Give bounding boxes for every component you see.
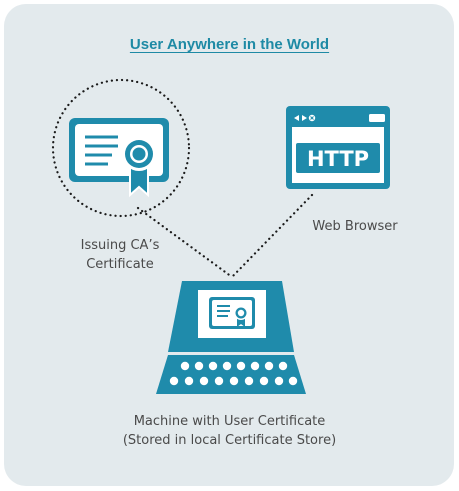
keyboard-key [194, 361, 204, 371]
keyboard-key [199, 376, 209, 386]
keyboard-key [288, 376, 298, 386]
keyboard-key [229, 376, 239, 386]
address-bar [369, 114, 385, 122]
keyboard-keys [169, 361, 298, 386]
keyboard-key [274, 376, 284, 386]
ca-certificate-boundary [51, 78, 191, 218]
edge-ca-to-machine [136, 206, 234, 279]
diagram-title: User Anywhere in the World [129, 36, 330, 53]
keyboard-key [278, 361, 288, 371]
keyboard-key [169, 376, 179, 386]
ca-certificate-label-line2: Certificate [86, 257, 154, 272]
keyboard-key [259, 376, 269, 386]
keyboard-key [208, 361, 218, 371]
machine-laptop-icon [156, 281, 306, 394]
back-arrow-icon [294, 115, 299, 121]
ca-certificate-label-line1: Issuing CA’s [80, 238, 160, 253]
keyboard-key [222, 361, 232, 371]
keyboard-key [180, 361, 190, 371]
keyboard-key [250, 361, 260, 371]
ca-certificate-label: Issuing CA’s Certificate [60, 236, 180, 274]
keyboard-key [214, 376, 224, 386]
web-browser-icon: HTTP [286, 106, 390, 189]
machine-label: Machine with User Certificate (Stored in… [100, 412, 359, 450]
keyboard-key [264, 361, 274, 371]
forward-arrow-icon [302, 115, 307, 121]
keyboard-key [244, 376, 254, 386]
machine-label-line1: Machine with User Certificate [133, 414, 326, 429]
ca-certificate-icon [69, 118, 169, 198]
machine-label-line2: (Stored in local Certificate Store) [122, 433, 337, 448]
keyboard-key [184, 376, 194, 386]
keyboard-key [236, 361, 246, 371]
diagram-panel [4, 4, 454, 486]
web-browser-label-text: Web Browser [312, 219, 398, 234]
edge-browser-to-machine [230, 193, 314, 279]
browser-window-text: HTTP [307, 147, 369, 171]
web-browser-label: Web Browser [300, 217, 410, 236]
